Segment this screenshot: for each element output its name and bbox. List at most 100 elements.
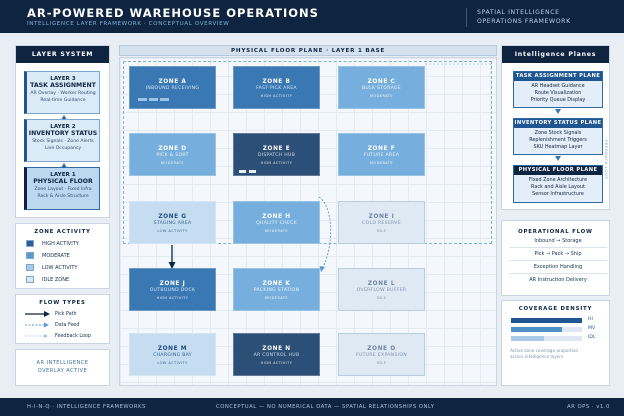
flow-step[interactable]: AR Instruction Delivery bbox=[509, 274, 607, 287]
zone-name: ZONE C bbox=[367, 79, 396, 85]
layer-description: Live Occupancy bbox=[44, 146, 82, 151]
zone-m[interactable]: ZONE M CHARGING BAY LOW ACTIVITY bbox=[129, 333, 216, 376]
coverage-note-line-2: across intelligence layers bbox=[510, 354, 564, 359]
zone-e[interactable]: ZONE E DISPATCH HUB HIGH ACTIVITY bbox=[233, 133, 320, 176]
physical-floor-plane[interactable]: PHYSICAL FLOOR PLANE Fixed Zone Architec… bbox=[513, 165, 603, 203]
plane-line: Zone Stock Signals bbox=[534, 130, 582, 136]
zone-subtitle: AR CONTROL HUB bbox=[253, 353, 300, 358]
page-subtitle: INTELLIGENCE LAYER FRAMEWORK · CONCEPTUA… bbox=[27, 21, 230, 27]
zone-k[interactable]: ZONE K PACKING STATION MODERATE bbox=[233, 268, 320, 311]
layer-name: PHYSICAL FLOOR bbox=[33, 178, 93, 185]
zone-activity-heading: ZONE ACTIVITY bbox=[34, 229, 91, 235]
zone-f[interactable]: ZONE F FUTURE AREA MODERATE bbox=[338, 133, 425, 176]
zone-activity-label: IDLE bbox=[376, 361, 387, 365]
flow-types-heading: FLOW TYPES bbox=[39, 300, 86, 306]
swatch-low bbox=[26, 264, 34, 271]
layer-up-arrow bbox=[61, 163, 67, 168]
zone-name: ZONE K bbox=[262, 281, 291, 287]
coverage-fill bbox=[511, 327, 563, 332]
layer-name: INVENTORY STATUS bbox=[28, 130, 98, 137]
plane-line: Fixed Zone Architecture bbox=[528, 177, 588, 183]
swatch-high bbox=[26, 240, 34, 247]
data-feed-line bbox=[425, 63, 492, 197]
zone-name: ZONE J bbox=[159, 281, 186, 287]
zone-o[interactable]: ZONE O FUTURE EXPANSION IDLE bbox=[338, 333, 425, 376]
header-bar: AR-POWERED WAREHOUSE OPERATIONS INTELLIG… bbox=[0, 0, 624, 33]
inventory-status-plane[interactable]: INVENTORY STATUS PLANE Zone Stock Signal… bbox=[513, 118, 603, 155]
layer-system-panel: LAYER SYSTEM LAYER 3 TASK ASSIGNMENT AR … bbox=[15, 45, 110, 218]
zone-l[interactable]: ZONE L OVERFLOW BUFFER IDLE bbox=[338, 268, 425, 311]
flow-label: Feedback Loop bbox=[55, 334, 91, 339]
zone-name: ZONE H bbox=[262, 214, 291, 220]
zone-name: ZONE B bbox=[262, 79, 291, 85]
zone-subtitle: DISPATCH HUB bbox=[257, 153, 296, 158]
zone-activity-label: MODERATE bbox=[264, 229, 289, 233]
coverage-density-panel: COVERAGE DENSITY bbox=[501, 300, 610, 386]
zone-n[interactable]: ZONE N AR CONTROL HUB HIGH ACTIVITY bbox=[233, 333, 320, 376]
zone-d[interactable]: ZONE D PICK & SORT MODERATE bbox=[129, 133, 216, 176]
operational-flow-heading: OPERATIONAL FLOW bbox=[518, 229, 593, 235]
footer-right: AR OPS · v1.0 bbox=[567, 404, 610, 410]
zone-subtitle: FUTURE EXPANSION bbox=[356, 353, 407, 358]
layer-card-physical-floor[interactable]: LAYER 1 PHYSICAL FLOOR Zone Layout · Fix… bbox=[24, 167, 100, 210]
swatch-moderate bbox=[26, 252, 34, 259]
legend-label: MODERATE bbox=[42, 253, 70, 259]
zone-activity-label: IDLE bbox=[376, 229, 387, 233]
loading-pads bbox=[138, 86, 171, 105]
layer-name: TASK ASSIGNMENT bbox=[30, 82, 96, 89]
zone-g[interactable]: ZONE G STAGING AREA LOW ACTIVITY bbox=[129, 201, 216, 244]
zone-subtitle: BULK STORAGE bbox=[361, 86, 401, 91]
ar-overlay-status-panel: AR INTELLIGENCE OVERLAY ACTIVE bbox=[15, 349, 110, 386]
plane-title: INVENTORY STATUS PLANE bbox=[514, 119, 602, 128]
coverage-label: MV bbox=[588, 326, 596, 331]
zone-subtitle: FAST-PICK AREA bbox=[256, 86, 297, 91]
zone-h[interactable]: ZONE H QUALITY CHECK MODERATE bbox=[233, 201, 320, 244]
flow-type-icons bbox=[25, 311, 50, 338]
zone-subtitle: OUTBOUND DOCK bbox=[149, 288, 196, 293]
plane-line: Replenishment Triggers bbox=[529, 137, 587, 144]
plane-title: TASK ASSIGNMENT PLANE bbox=[514, 72, 602, 81]
layer-description: Stock Signals · Zone Alerts bbox=[32, 139, 94, 144]
zone-activity-label: LOW ACTIVITY bbox=[157, 361, 188, 365]
legend-label: HIGH ACTIVITY bbox=[42, 241, 79, 247]
plane-down-arrow bbox=[555, 156, 561, 161]
flow-overlay bbox=[168, 63, 492, 272]
zone-subtitle: PACKING STATION bbox=[253, 288, 300, 293]
footer-bar: H-I-N-Q · INTELLIGENCE FRAMEWORKS CONCEP… bbox=[0, 398, 624, 416]
layer-system-heading: LAYER SYSTEM bbox=[16, 46, 109, 63]
zone-activity-label: MODERATE bbox=[264, 296, 289, 300]
zone-name: ZONE E bbox=[262, 146, 291, 152]
flow-label: Pick Path bbox=[55, 312, 77, 317]
flow-step[interactable]: Inbound → Storage bbox=[509, 235, 607, 248]
intelligence-planes-heading: Intelligence Planes bbox=[502, 46, 609, 63]
zone-subtitle: INBOUND RECEIVING bbox=[145, 86, 200, 91]
task-marker bbox=[249, 170, 256, 173]
zone-activity-label: HIGH ACTIVITY bbox=[260, 94, 293, 98]
layer-card-task-assignment[interactable]: LAYER 3 TASK ASSIGNMENT AR Overlay · Wor… bbox=[24, 71, 100, 114]
plane-down-arrow bbox=[555, 109, 561, 114]
zone-subtitle: CHARGING BAY bbox=[153, 353, 192, 358]
zone-activity-label: HIGH ACTIVITY bbox=[260, 361, 293, 365]
zone-name: ZONE O bbox=[367, 346, 396, 352]
zone-b[interactable]: ZONE B FAST-PICK AREA HIGH ACTIVITY bbox=[233, 66, 320, 109]
zone-activity-panel: ZONE ACTIVITY HIGH ACTIVITY MODERATE LOW… bbox=[15, 223, 110, 289]
layer-description: AR Overlay · Worker Routing bbox=[30, 91, 96, 96]
zone-j[interactable]: ZONE J OUTBOUND DOCK HIGH ACTIVITY bbox=[129, 268, 216, 311]
layer-description: Zone Layout · Fixed Infra bbox=[34, 187, 92, 192]
layer-card-inventory-status[interactable]: LAYER 2 INVENTORY STATUS Stock Signals ·… bbox=[24, 119, 100, 162]
flow-step[interactable]: Pick → Pack → Ship bbox=[509, 248, 607, 261]
flow-types-panel: FLOW TYPES Pick Path Data Feed Feedback … bbox=[15, 294, 110, 344]
zone-a[interactable]: ZONE A INBOUND RECEIVING bbox=[129, 66, 216, 109]
header-divider bbox=[466, 8, 467, 27]
zone-c[interactable]: ZONE C BULK STORAGE MODERATE bbox=[338, 66, 425, 109]
plane-title: PHYSICAL FLOOR PLANE bbox=[514, 166, 602, 175]
zone-subtitle: FUTURE AREA bbox=[363, 153, 400, 158]
legend-label: IDLE ZONE bbox=[42, 277, 70, 283]
zone-subtitle: PICK & SORT bbox=[156, 153, 189, 158]
zone-activity-label: LOW ACTIVITY bbox=[157, 229, 188, 233]
zone-i[interactable]: ZONE I COLD RESERVE IDLE bbox=[338, 201, 425, 244]
flow-step[interactable]: Exception Handling bbox=[509, 261, 607, 274]
task-assignment-plane[interactable]: TASK ASSIGNMENT PLANE AR Headset Guidanc… bbox=[513, 71, 603, 108]
coverage-density-heading: COVERAGE DENSITY bbox=[518, 306, 593, 312]
header-right-line-2: OPERATIONS FRAMEWORK bbox=[477, 18, 571, 25]
